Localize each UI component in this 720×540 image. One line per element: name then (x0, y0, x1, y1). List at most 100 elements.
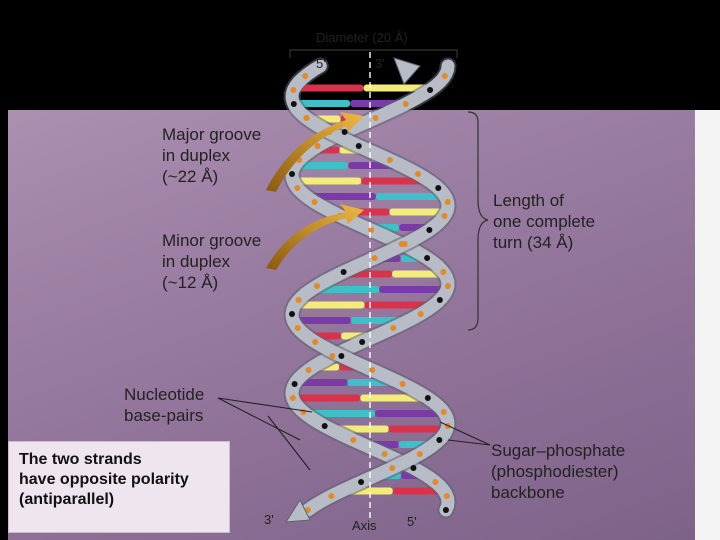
phosphate-dot (436, 437, 443, 443)
base-pair-left-half (292, 394, 361, 402)
backbone-line-3: backbone (491, 483, 565, 502)
axis-label: Axis (352, 518, 377, 533)
phosphate-dot (295, 297, 302, 303)
phosphate-dot (312, 339, 319, 345)
minor-groove-line-3: (~12 Å) (162, 273, 219, 292)
phosphate-dot (386, 157, 393, 163)
phosphate-dot (417, 311, 424, 317)
bottom-right-end-label: 5' (407, 514, 417, 529)
polarity-note-box: The two strands have opposite polarity (… (8, 441, 230, 533)
turn-length-bracket (467, 111, 489, 331)
phosphate-dot (368, 227, 375, 233)
phosphate-dot (389, 465, 396, 471)
phosphate-dot (390, 325, 397, 331)
major-groove-arrow (266, 112, 364, 192)
phosphate-dot (311, 199, 318, 205)
backbone-line-2: (phosphodiester) (491, 462, 619, 481)
diameter-label: Diameter (20 Å) (316, 30, 408, 45)
minor-groove-line-2: in duplex (162, 252, 231, 271)
base-pair-right-half (375, 193, 446, 200)
phosphate-dot (341, 129, 348, 135)
major-groove-line-1: Major groove (162, 125, 262, 144)
phosphate-dot (432, 479, 439, 485)
phosphate-dot (401, 241, 408, 247)
phosphate-dot (289, 395, 296, 401)
phosphate-dot (381, 451, 388, 457)
major-groove-line-2: in duplex (162, 146, 231, 165)
top-left-end-label: 5' (316, 56, 326, 71)
base-pair-left-half (293, 100, 351, 107)
phosphate-dot (427, 87, 434, 93)
phosphate-dot (441, 73, 448, 79)
phosphate-dot (436, 297, 443, 303)
phosphate-dot (424, 255, 431, 261)
top-right-end-label: 3' (375, 56, 385, 71)
phosphate-dot (294, 325, 301, 331)
bottom-left-end-label: 3' (264, 512, 274, 527)
phosphate-dot (328, 493, 335, 499)
phosphate-dot (314, 143, 321, 149)
phosphate-dot (329, 353, 336, 359)
top-border (0, 0, 720, 18)
phosphate-dot (358, 479, 365, 485)
phosphate-dot (402, 101, 409, 107)
phosphate-dot (424, 395, 431, 401)
phosphate-dot (443, 493, 450, 499)
base-pair-pointers (217, 397, 313, 471)
base-pairs-label: Nucleotide base-pairs (124, 384, 204, 426)
backbone-pointers (439, 421, 491, 446)
polarity-line-1: The two strands (19, 451, 142, 468)
turn-length-line-1: Length of (493, 191, 564, 210)
phosphate-dot (290, 101, 297, 107)
top-black-band (8, 18, 720, 110)
phosphate-dot (372, 115, 379, 121)
base-pair-right-half (392, 270, 445, 278)
phosphate-dot (294, 185, 301, 191)
minor-groove-label: Minor groove in duplex (~12 Å) (162, 230, 261, 293)
turn-length-label: Length of one complete turn (34 Å) (493, 190, 595, 253)
phosphate-dot (435, 185, 442, 191)
phosphate-dot (355, 143, 362, 149)
phosphate-dot (313, 283, 320, 289)
polarity-line-3: (antiparallel) (19, 491, 115, 508)
polarity-line-2: have opposite polarity (19, 471, 189, 488)
right-white-strip (695, 110, 720, 540)
major-groove-line-3: (~22 Å) (162, 167, 219, 186)
phosphate-dot (369, 367, 376, 373)
phosphate-dot (289, 311, 296, 317)
phosphate-dot (414, 171, 421, 177)
turn-length-line-2: one complete (493, 212, 596, 231)
phosphate-dot (410, 465, 417, 471)
base-pair-left-half (294, 84, 364, 92)
phosphate-dot (426, 227, 433, 233)
major-groove-label: Major groove in duplex (~22 Å) (162, 124, 261, 187)
phosphate-dot (303, 115, 310, 121)
phosphate-dot (442, 507, 449, 513)
phosphate-dot (440, 409, 447, 415)
phosphate-dot (340, 269, 347, 275)
base-pairs-line-1: Nucleotide (124, 385, 205, 404)
phosphate-dot (371, 255, 378, 261)
phosphate-dot (302, 73, 309, 79)
phosphate-dot (440, 269, 447, 275)
phosphate-dot (359, 339, 366, 345)
phosphate-dot (441, 213, 448, 219)
backbone-label: Sugar–phosphate (phosphodiester) backbon… (491, 440, 625, 503)
base-pair-left-half (293, 317, 351, 324)
phosphate-dot (305, 367, 312, 373)
base-pair-right-half (379, 286, 448, 293)
left-border (0, 0, 8, 540)
base-pair-right-half (388, 425, 448, 433)
minor-groove-arrow (266, 204, 364, 270)
base-pair-right-half (389, 208, 447, 216)
phosphate-dot (416, 451, 423, 457)
phosphate-dot (350, 437, 357, 443)
base-pair-left-half (294, 301, 365, 309)
phosphate-dot (444, 199, 451, 205)
phosphate-dot (321, 423, 328, 429)
base-pair-left-half (294, 162, 349, 169)
phosphate-dot (444, 283, 451, 289)
phosphate-dot (291, 381, 298, 387)
